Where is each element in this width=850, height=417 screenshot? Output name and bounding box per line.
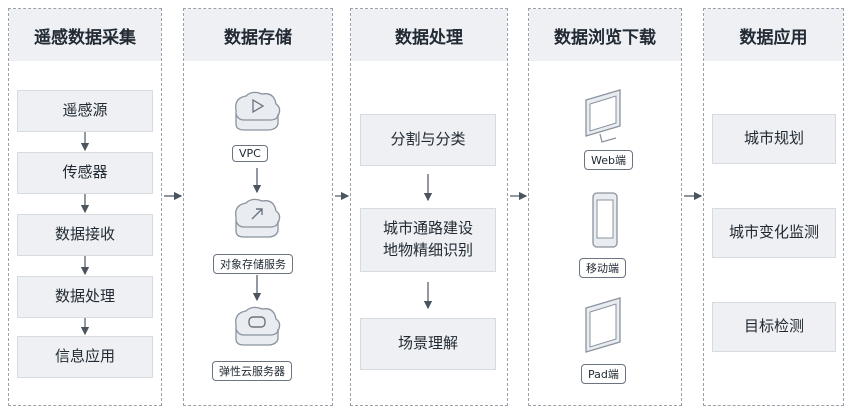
cloud-vpc-icon (235, 91, 281, 131)
step-remote-source: 遥感源 (17, 90, 153, 132)
step-data-process: 数据处理 (17, 276, 153, 318)
app-target-detection: 目标检测 (712, 302, 836, 352)
object-storage-label: 对象存储服务 (213, 254, 293, 274)
pad-client-label: Pad端 (581, 364, 626, 384)
mobile-phone-icon (592, 192, 618, 248)
elastic-server-label: 弹性云服务器 (212, 361, 292, 381)
step-scene-understanding: 场景理解 (360, 318, 496, 370)
app-change-monitoring: 城市变化监测 (712, 208, 836, 258)
column-title: 数据应用 (704, 9, 843, 61)
tablet-icon (585, 297, 621, 353)
vpc-label: VPC (232, 145, 268, 162)
app-urban-planning: 城市规划 (712, 114, 836, 164)
step-segmentation: 分割与分类 (360, 114, 496, 166)
cloud-server-icon (235, 306, 281, 346)
column-title: 数据存储 (184, 9, 332, 61)
mobile-client-label: 移动端 (579, 258, 626, 278)
column-data-storage: 数据存储 (183, 8, 333, 406)
column-title: 数据处理 (351, 9, 507, 61)
cloud-storage-icon (235, 198, 281, 238)
monitor-icon (585, 89, 621, 143)
web-client-label: Web端 (584, 150, 633, 170)
column-title: 数据浏览下载 (529, 9, 681, 61)
step-road-recognition: 城市通路建设 地物精细识别 (360, 208, 496, 272)
step-data-receive: 数据接收 (17, 214, 153, 256)
column-title: 遥感数据采集 (9, 9, 161, 61)
step-info-apply: 信息应用 (17, 336, 153, 378)
step-sensor: 传感器 (17, 152, 153, 194)
